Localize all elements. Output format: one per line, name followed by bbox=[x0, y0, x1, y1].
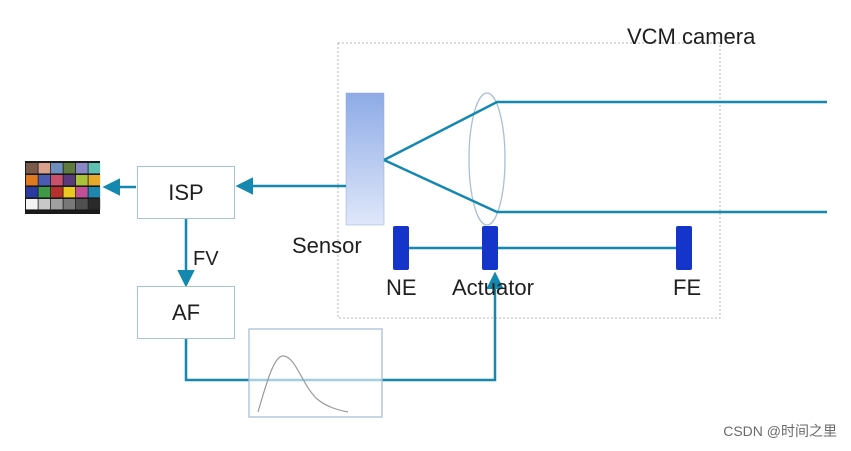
color-patch bbox=[38, 175, 51, 186]
actuator-label: Actuator bbox=[452, 275, 534, 300]
color-patch bbox=[76, 175, 88, 186]
light-ray-top bbox=[383, 100, 827, 162]
color-patch bbox=[38, 199, 51, 210]
fv-label: FV bbox=[193, 248, 219, 270]
color-patch bbox=[26, 187, 38, 198]
color-patch bbox=[51, 199, 63, 210]
color-patch bbox=[88, 199, 101, 210]
color-patch bbox=[76, 199, 88, 210]
sensor-label: Sensor bbox=[292, 233, 362, 258]
fe-stop bbox=[676, 226, 692, 270]
color-patch bbox=[51, 187, 63, 198]
ne-label: NE bbox=[386, 275, 417, 300]
color-patch bbox=[38, 163, 51, 174]
color-patch bbox=[51, 175, 63, 186]
watermark: CSDN @时间之里 bbox=[723, 423, 837, 439]
af-label: AF bbox=[171, 299, 201, 325]
color-checker-chart bbox=[25, 161, 101, 214]
camera-boundary bbox=[337, 42, 721, 319]
ne-stop bbox=[393, 226, 409, 270]
light-ray-bottom bbox=[383, 158, 827, 214]
color-patch bbox=[76, 163, 88, 174]
color-patch bbox=[88, 187, 101, 198]
color-patch bbox=[88, 163, 101, 174]
color-patch bbox=[26, 199, 38, 210]
focus-curve bbox=[257, 355, 349, 413]
actuator-block bbox=[482, 226, 498, 270]
color-patch bbox=[26, 175, 38, 186]
focus-curve-box bbox=[248, 328, 383, 418]
fe-label: FE bbox=[673, 275, 702, 300]
color-patch bbox=[51, 163, 63, 174]
color-patch bbox=[63, 187, 76, 198]
isp-label: ISP bbox=[168, 179, 204, 205]
color-patch bbox=[38, 187, 51, 198]
color-patch bbox=[63, 175, 76, 186]
color-patch bbox=[63, 163, 76, 174]
color-patch bbox=[63, 199, 76, 210]
camera-title: VCM camera bbox=[627, 24, 756, 49]
isp-block: ISP bbox=[137, 166, 235, 219]
lens bbox=[468, 92, 506, 226]
color-patch bbox=[88, 175, 101, 186]
color-patch bbox=[26, 163, 38, 174]
sensor bbox=[345, 92, 385, 226]
color-patch bbox=[76, 187, 88, 198]
af-block: AF bbox=[137, 286, 235, 339]
